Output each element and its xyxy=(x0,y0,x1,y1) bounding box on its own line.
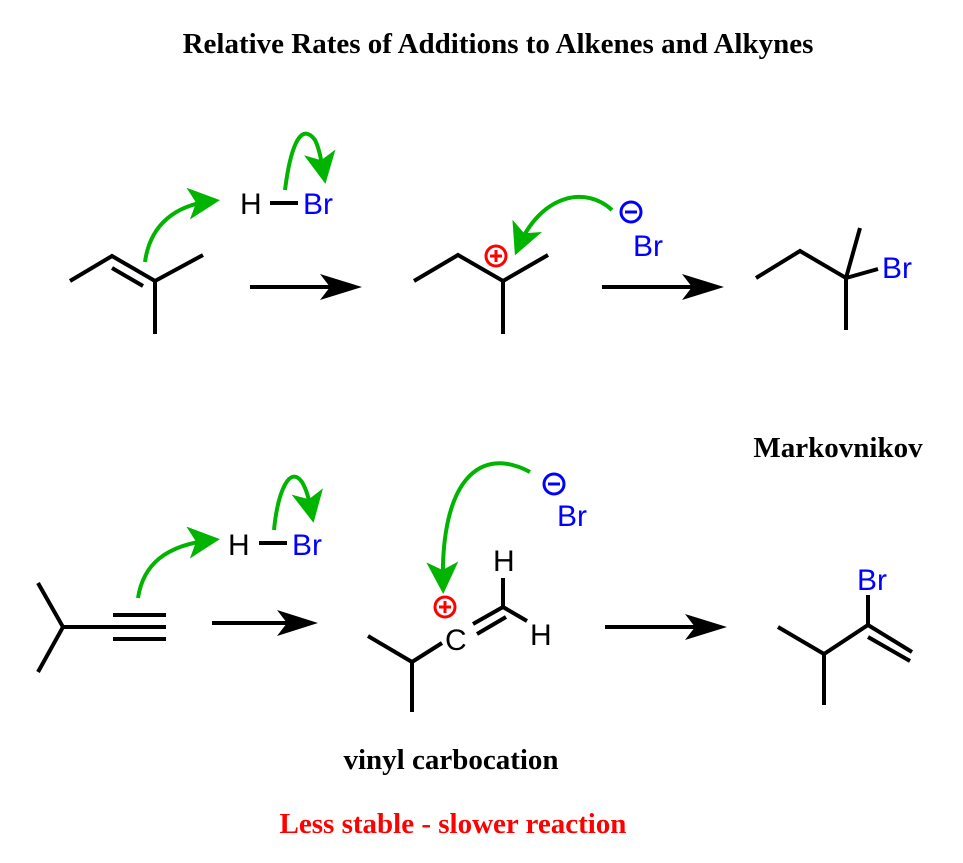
bromide-ion-1: Br xyxy=(619,200,663,263)
product-2-bromo-3-methyl-1-butene: Br xyxy=(776,564,914,705)
bromide-label: Br xyxy=(633,230,663,263)
negative-charge-icon xyxy=(542,472,566,496)
curved-arrow-bond-to-br-1 xyxy=(283,131,336,191)
bromine-label: Br xyxy=(292,529,322,562)
markovnikov-label: Markovnikov xyxy=(753,432,923,464)
reaction-arrow-2 xyxy=(602,274,724,300)
curved-arrow-bromide-attack-1 xyxy=(512,194,614,256)
hbr-molecule-2: H Br xyxy=(228,529,322,562)
title: Relative Rates of Additions to Alkenes a… xyxy=(183,28,814,60)
negative-charge-icon xyxy=(619,200,643,224)
positive-charge-icon xyxy=(433,595,457,619)
hydrogen-label: H xyxy=(493,545,515,578)
tertiary-carbocation xyxy=(412,244,550,334)
stability-note: Less stable - slower reaction xyxy=(280,808,627,840)
positive-charge-icon xyxy=(484,244,508,268)
hydrogen-label: H xyxy=(240,188,262,221)
reaction-arrow-1 xyxy=(250,274,362,300)
reaction-arrow-3 xyxy=(212,610,318,636)
vinyl-carbocation-label: vinyl carbocation xyxy=(343,744,558,776)
curved-arrow-pi-to-h xyxy=(143,187,220,263)
carbon-label: C xyxy=(445,624,467,657)
alkene-2-methyl-2-butene xyxy=(68,253,204,334)
hydrogen-label: H xyxy=(228,529,250,562)
curved-arrow-bond-to-br-2 xyxy=(272,474,323,531)
alkyne-3-methyl-1-butyne xyxy=(36,582,166,673)
curved-arrow-pi-to-h-2 xyxy=(136,526,220,599)
product-2-bromo-2-methylbutane: Br xyxy=(754,227,912,330)
hbr-molecule-1: H Br xyxy=(240,188,333,221)
bromide-label: Br xyxy=(557,500,587,533)
bromine-label: Br xyxy=(303,188,333,221)
reaction-arrow-4 xyxy=(605,614,727,640)
vinyl-carbocation: C H H xyxy=(366,545,552,712)
bromine-label: Br xyxy=(857,564,887,597)
curved-arrow-bromide-attack-2 xyxy=(426,461,531,594)
bromine-label: Br xyxy=(882,252,912,285)
bromide-ion-2: Br xyxy=(542,472,587,533)
hydrogen-label: H xyxy=(530,619,552,652)
